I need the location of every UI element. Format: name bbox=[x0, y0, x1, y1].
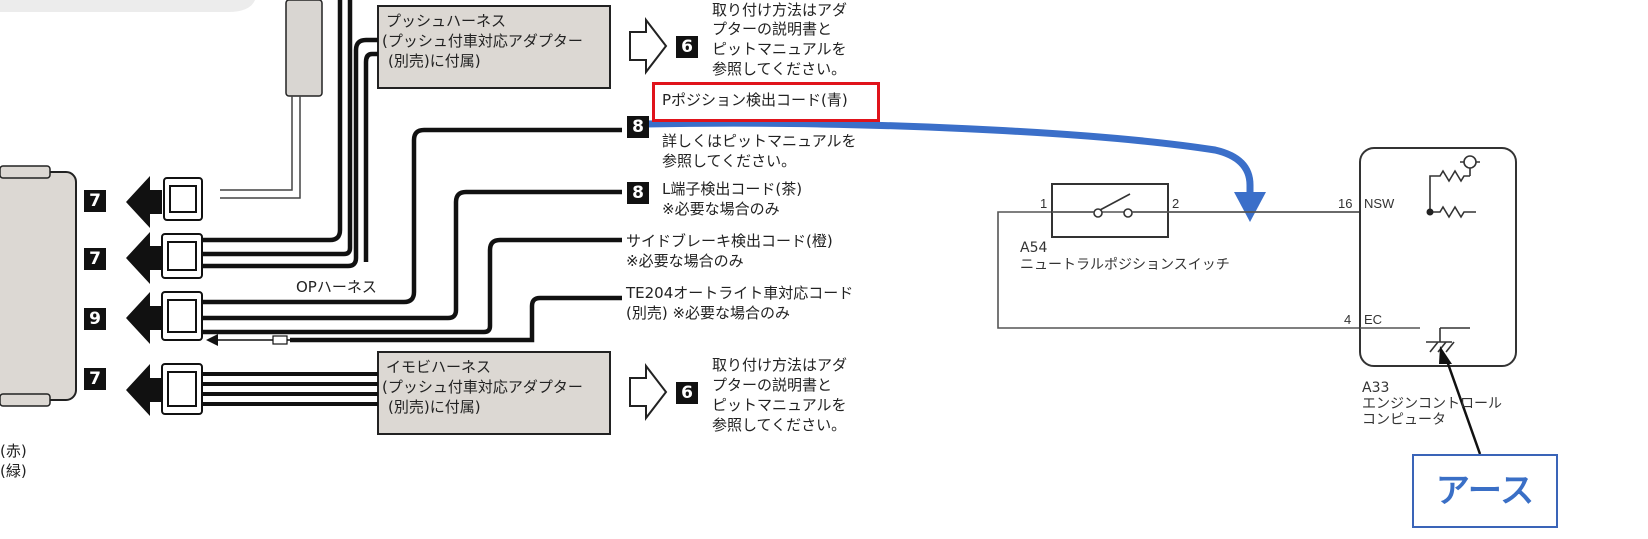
immobi-harness-line3: (別売)に付属) bbox=[388, 398, 481, 416]
bottom-note-red: (赤) bbox=[0, 442, 27, 460]
step-bottom-line4: 参照してください。 bbox=[712, 416, 847, 434]
blue-arrow-head bbox=[1234, 192, 1266, 222]
switch-code: A54 bbox=[1020, 240, 1048, 256]
switch-contact-left bbox=[1093, 208, 1103, 218]
immobi-harness-line2: (プッシュ付車対応アダプター bbox=[382, 378, 583, 396]
side-brake-line1: サイドブレーキ検出コード(橙) bbox=[626, 232, 833, 250]
ecu-pin-top: 16 bbox=[1338, 196, 1353, 211]
step-bottom-line3: ピットマニュアルを bbox=[712, 396, 847, 414]
connector-shapes bbox=[161, 177, 203, 415]
circuit-lines bbox=[997, 183, 1360, 329]
switch-pin-right: 2 bbox=[1172, 196, 1180, 211]
p-position-number: 8 bbox=[627, 116, 649, 138]
ecu-box bbox=[1359, 147, 1517, 367]
earth-label: アース bbox=[1412, 454, 1558, 528]
connector-number-badge: 9 bbox=[84, 308, 106, 330]
l-terminal-line2: ※必要な場合のみ bbox=[662, 200, 780, 218]
ecu-code: A33 bbox=[1362, 380, 1390, 396]
op-harness-wires bbox=[192, 127, 622, 343]
immobi-harness-line1: イモビハーネス bbox=[386, 358, 492, 376]
switch-contact-right bbox=[1123, 208, 1133, 218]
ecu-pin-bottom: 4 bbox=[1344, 312, 1352, 327]
earth-pointer bbox=[1444, 357, 1482, 455]
unit-tab-bottom bbox=[0, 393, 51, 407]
antenna-module bbox=[285, 0, 323, 97]
push-harness-line3: (別売)に付属) bbox=[388, 52, 481, 70]
immobi-harness-wires bbox=[200, 372, 378, 406]
push-harness-line1: プッシュハーネス bbox=[386, 12, 507, 30]
p-position-note2: 参照してください。 bbox=[662, 152, 797, 170]
p-position-highlight bbox=[652, 82, 880, 122]
blue-pointer-arrow bbox=[644, 119, 1254, 196]
side-brake-line2: ※必要な場合のみ bbox=[626, 252, 744, 270]
connector-arrows bbox=[126, 176, 162, 416]
te204-arrow-head bbox=[206, 334, 218, 346]
thin-wire bbox=[220, 96, 301, 199]
push-harness-box bbox=[377, 5, 611, 89]
l-terminal-number: 8 bbox=[627, 182, 649, 204]
step-top-line1: 取り付け方法はアダ bbox=[712, 1, 848, 19]
switch-pin-left: 1 bbox=[1040, 196, 1048, 211]
connector-number-badge: 7 bbox=[84, 248, 106, 270]
connector-number-badge: 7 bbox=[84, 190, 106, 212]
ecu-name-line1: エンジンコントロール bbox=[1362, 396, 1502, 412]
te204-line1: TE204オートライト車対応コード bbox=[626, 284, 854, 302]
immobi-harness-box bbox=[377, 351, 611, 435]
switch-name: ニュートラルポジションスイッチ bbox=[1020, 257, 1230, 273]
earth-pointer-head bbox=[1439, 346, 1452, 364]
p-position-note1: 詳しくはピットマニュアルを bbox=[662, 132, 857, 150]
push-harness-line2: (プッシュ付車対応アダプター bbox=[382, 32, 583, 50]
step-bottom-line2: プターの説明書と bbox=[712, 376, 833, 394]
unit-tab-top bbox=[0, 165, 51, 179]
step-arrows bbox=[629, 17, 668, 421]
step-top-number: 6 bbox=[676, 36, 698, 58]
step-top-line3: ピットマニュアルを bbox=[712, 40, 847, 58]
op-harness-label: OPハーネス bbox=[296, 278, 377, 296]
main-unit bbox=[0, 171, 77, 401]
te204-line2: (別売) ※必要な場合のみ bbox=[626, 304, 791, 322]
p-position-label: Pポジション検出コード(青) bbox=[662, 91, 848, 109]
step-bottom-line1: 取り付け方法はアダ bbox=[712, 356, 848, 374]
bottom-note-green: (緑) bbox=[0, 462, 27, 480]
panel-corner bbox=[0, 0, 255, 12]
push-harness-wires bbox=[190, 0, 378, 269]
ecu-label-bottom: EC bbox=[1364, 312, 1383, 327]
ecu-label-top: NSW bbox=[1364, 196, 1395, 211]
step-top-line2: プターの説明書と bbox=[712, 20, 833, 38]
l-terminal-line1: L端子検出コード(茶) bbox=[662, 180, 803, 198]
connector-number-badge: 7 bbox=[84, 368, 106, 390]
step-top-line4: 参照してください。 bbox=[712, 60, 847, 78]
ecu-name-line2: コンピュータ bbox=[1362, 412, 1446, 428]
switch-lever bbox=[1099, 193, 1131, 211]
step-bottom-number: 6 bbox=[676, 382, 698, 404]
